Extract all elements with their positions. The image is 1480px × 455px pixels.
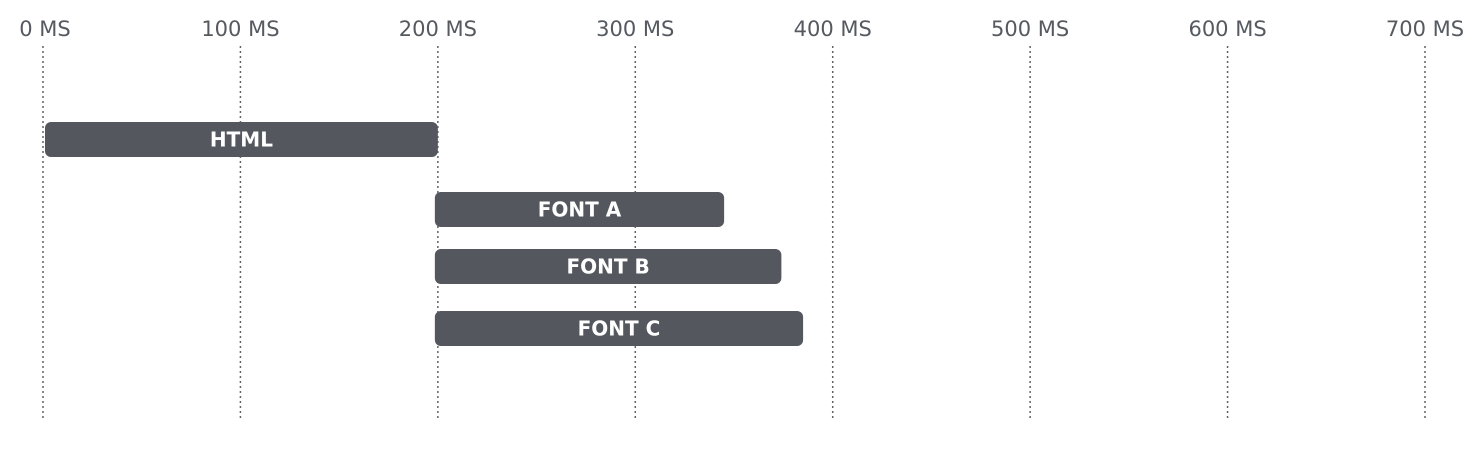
x-tick-label: 700 MS <box>1386 17 1464 41</box>
x-tick-label: 100 MS <box>201 17 279 41</box>
grid-lines <box>42 46 1426 418</box>
bar-html: HTML <box>45 122 438 157</box>
bar-rect <box>434 249 782 284</box>
bar-font-c: FONT C <box>434 311 804 346</box>
x-tick-label: 0 MS <box>19 17 71 41</box>
bar-label: FONT A <box>538 198 622 222</box>
bars: HTML FONT A FONT B FONT C <box>45 122 804 346</box>
x-tick-label: 500 MS <box>991 17 1069 41</box>
x-tick-label: 400 MS <box>794 17 872 41</box>
bar-font-b: FONT B <box>434 249 782 284</box>
bar-rect <box>434 192 725 227</box>
bar-font-a: FONT A <box>434 192 725 227</box>
bar-rect <box>45 122 438 157</box>
x-tick-label: 200 MS <box>399 17 477 41</box>
bar-label: FONT B <box>566 255 649 279</box>
bar-label: HTML <box>210 128 273 152</box>
x-tick-label: 300 MS <box>596 17 674 41</box>
x-tick-label: 600 MS <box>1188 17 1266 41</box>
x-axis-tick-labels: 0 MS 100 MS 200 MS 300 MS 400 MS 500 MS 600 MS… <box>19 17 1464 41</box>
bar-rect <box>434 311 804 346</box>
bar-label: FONT C <box>578 317 661 341</box>
